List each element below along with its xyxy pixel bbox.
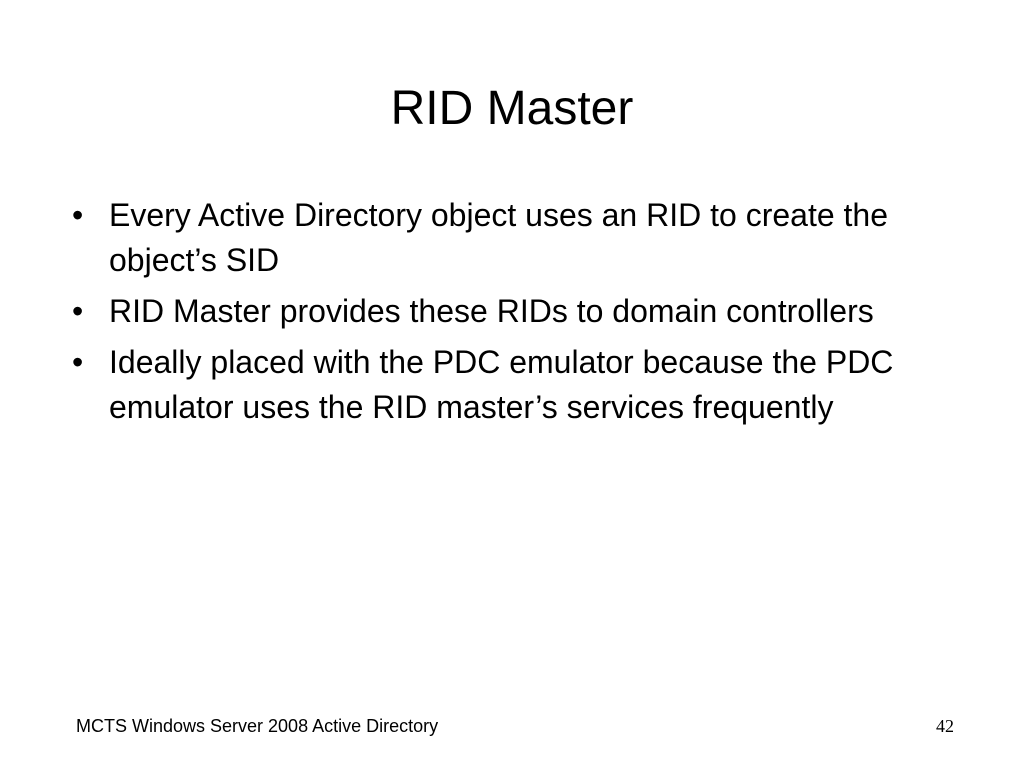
bullet-item: • Ideally placed with the PDC emulator b…	[72, 340, 962, 430]
footer-course-title: MCTS Windows Server 2008 Active Director…	[76, 716, 439, 736]
bullet-list: • Every Active Directory object uses an …	[72, 193, 962, 436]
bullet-item: • RID Master provides these RIDs to doma…	[72, 289, 962, 334]
bullet-item: • Every Active Directory object uses an …	[72, 193, 962, 283]
bullet-marker: •	[72, 197, 84, 233]
bullet-marker: •	[72, 293, 84, 329]
slide-title: RID Master	[390, 82, 634, 135]
bullet-text: Every Active Directory object uses an RI…	[109, 197, 888, 278]
bullet-marker: •	[72, 344, 84, 380]
bullet-text: RID Master provides these RIDs to domain…	[109, 293, 874, 329]
page-number: 42	[936, 716, 954, 736]
bullet-text: Ideally placed with the PDC emulator bec…	[109, 344, 894, 425]
